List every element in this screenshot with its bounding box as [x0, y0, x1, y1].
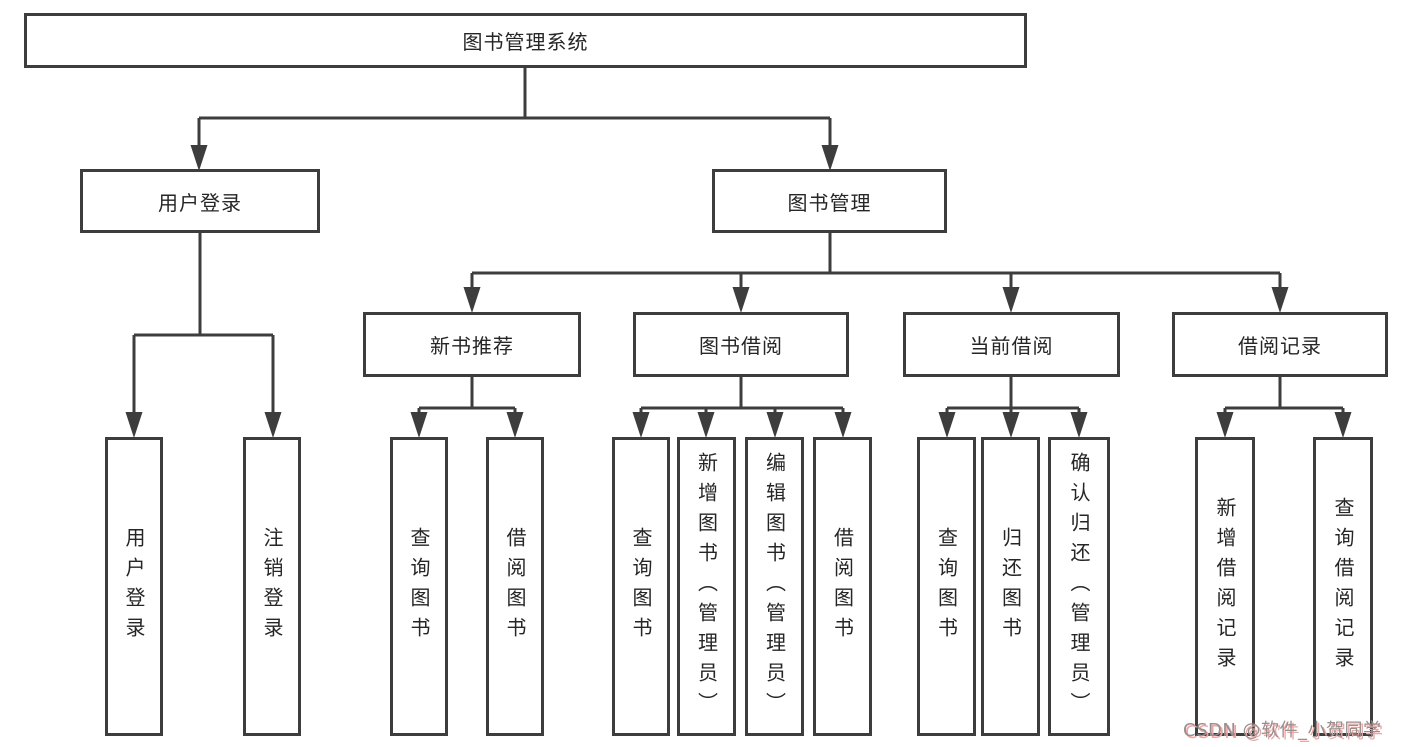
node-label: 编辑图书（管理员）: [762, 451, 787, 722]
leaf-confirm-return-admin: 确认归还（管理员）: [1048, 437, 1110, 736]
node-current-borrow: 当前借阅: [903, 312, 1120, 377]
node-label: 图书借阅: [699, 334, 783, 358]
leaf-borrow-books-recommend: 借阅图书: [486, 437, 544, 736]
leaf-edit-book-admin: 编辑图书（管理员）: [745, 437, 804, 736]
node-label: 新增图书（管理员）: [694, 451, 719, 722]
node-label: 查询图书: [407, 526, 431, 647]
connector-userlogin-to-leaves: [132, 233, 275, 416]
node-borrow-records: 借阅记录: [1172, 312, 1388, 377]
node-label: 用户登录: [158, 190, 242, 215]
node-label: 新书推荐: [430, 334, 514, 358]
leaf-query-books-borrow: 查询图书: [612, 437, 670, 736]
leaf-add-borrow-record: 新增借阅记录: [1195, 437, 1255, 736]
node-book-management: 图书管理: [712, 169, 947, 233]
node-label: 查询图书: [629, 526, 653, 647]
leaf-add-book-admin: 新增图书（管理员）: [677, 437, 736, 736]
node-label: 借阅图书: [503, 526, 527, 647]
node-label: 查询图书: [934, 526, 959, 647]
leaf-return-book: 归还图书: [981, 437, 1040, 736]
node-label: 图书管理系统: [462, 30, 589, 54]
leaf-user-login: 用户登录: [105, 437, 163, 736]
node-label: 当前借阅: [969, 334, 1054, 358]
node-label: 图书管理: [787, 190, 872, 215]
node-label: 借阅图书: [830, 526, 855, 647]
connector-bookmgmt-to-level3: [470, 232, 1282, 292]
node-book-borrow: 图书借阅: [633, 312, 849, 377]
connector-borrowrecords-to-leaves: [1223, 377, 1345, 416]
csdn-watermark: CSDN @软件_小贺同学: [1183, 720, 1382, 741]
leaf-query-books-current: 查询图书: [917, 437, 976, 736]
node-label: 确认归还（管理员）: [1067, 451, 1091, 722]
node-library-management-system: 图书管理系统: [24, 13, 1027, 68]
connector-bookborrow-to-leaves: [639, 377, 845, 416]
leaf-borrow-books: 借阅图书: [813, 437, 872, 736]
node-label: 归还图书: [998, 526, 1023, 647]
node-label: 注销登录: [260, 526, 284, 647]
connector-newbook-to-leaves: [417, 377, 517, 416]
node-label: 借阅记录: [1238, 334, 1322, 358]
connector-root-to-level2: [197, 68, 832, 150]
leaf-logout: 注销登录: [243, 437, 301, 736]
node-user-login: 用户登录: [80, 169, 320, 233]
node-label: 新增借阅记录: [1213, 496, 1237, 677]
arrowheads: [125, 145, 1352, 438]
leaf-query-borrow-record: 查询借阅记录: [1313, 437, 1373, 736]
node-label: 用户登录: [122, 526, 146, 647]
node-label: 查询借阅记录: [1331, 496, 1355, 677]
node-new-book-recommend: 新书推荐: [363, 312, 581, 377]
connector-currentborrow-to-leaves: [945, 377, 1081, 416]
leaf-query-books-recommend: 查询图书: [390, 437, 448, 736]
